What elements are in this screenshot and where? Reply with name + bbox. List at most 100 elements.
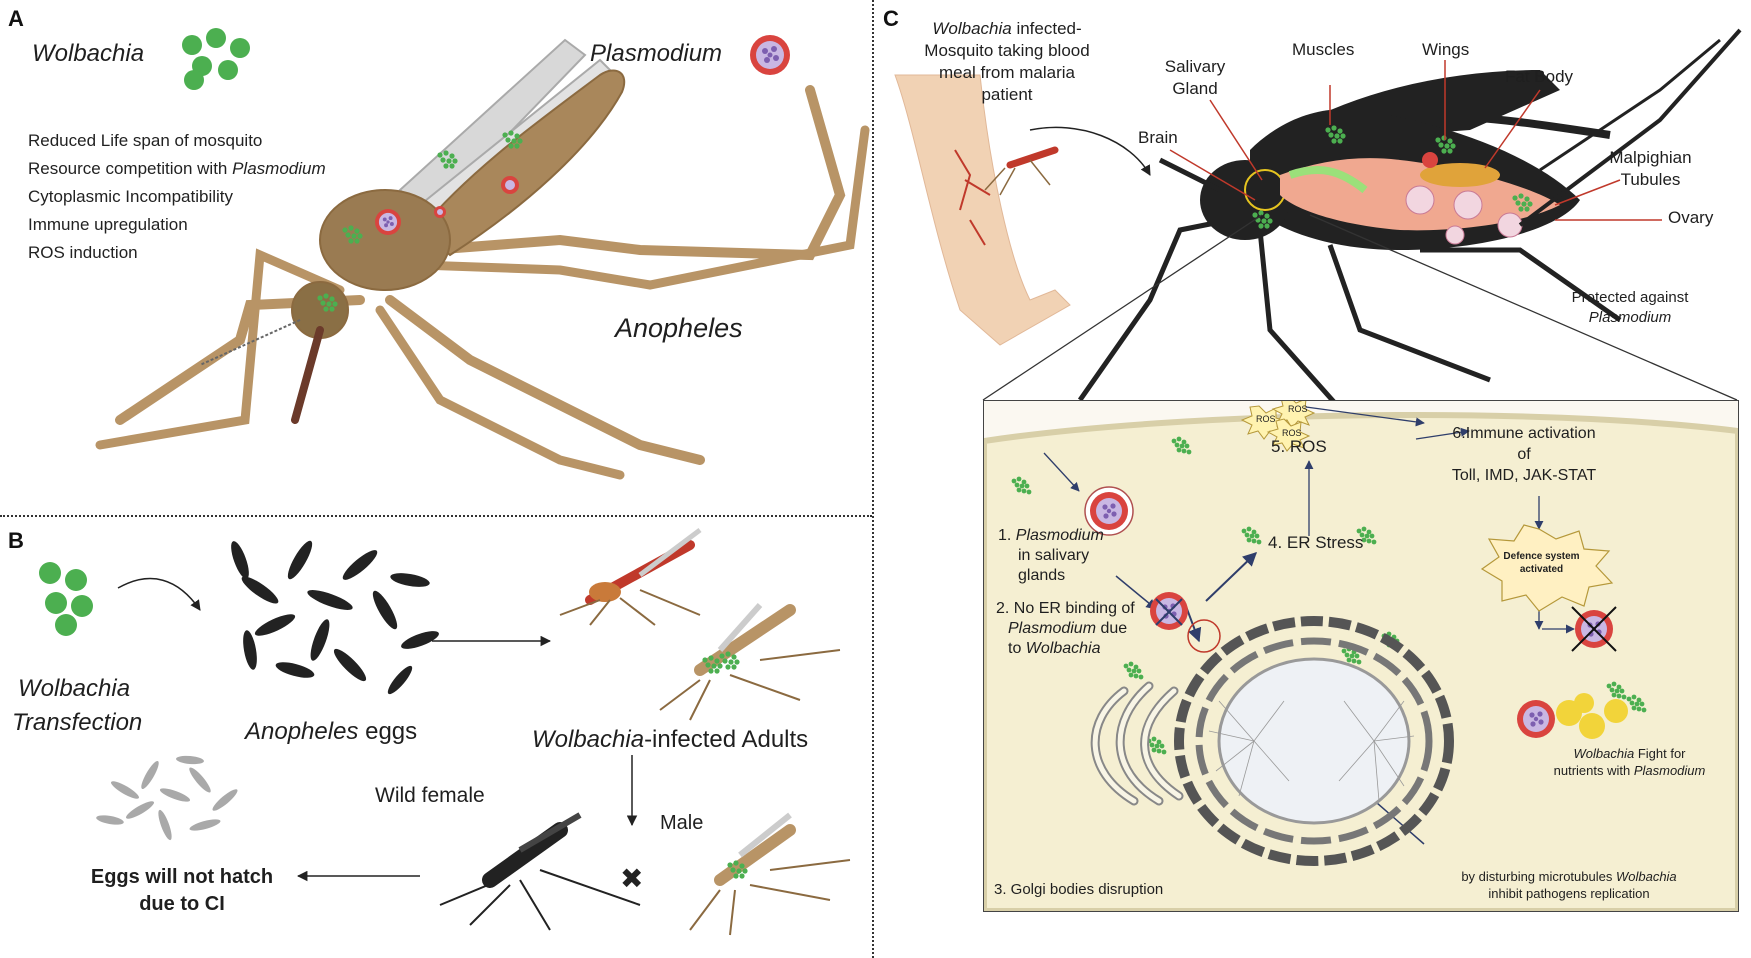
plasmodium-in-thorax [375, 209, 401, 235]
effect-cytoplasmic-incompatibility: Cytoplasmic Incompatibility [28, 187, 234, 206]
wild-female-mosquito [439, 812, 641, 931]
salivary-gland-label: Salivary Gland [1150, 56, 1240, 100]
step1-number: 1. [998, 527, 1012, 544]
meal-line2: Mosquito taking blood [924, 41, 1090, 61]
adults-organism: Wolbachia [532, 726, 645, 753]
effect-resource-competition: Resource competition with Plasmodium [28, 155, 326, 183]
fight-line2-organism: Plasmodium [1633, 762, 1706, 778]
nucleus [1217, 657, 1411, 825]
step2-organism: Plasmodium [1008, 620, 1097, 637]
patient-arm [894, 74, 1071, 346]
meal-organism: Wolbachia [932, 19, 1012, 38]
cell-graphics [984, 401, 1738, 911]
endoplasmic-reticulum [1174, 616, 1454, 866]
plasmodium-title-a: Plasmodium [590, 40, 723, 67]
step6-line2: of [1517, 445, 1531, 463]
fight-nutrients-label: Wolbachia Fight for nutrients with Plasm… [1532, 746, 1727, 780]
malpighian-line2: Tubules [1620, 170, 1681, 190]
wolbachia-cluster-a [182, 28, 250, 90]
meal-line1: infected- [1011, 19, 1082, 38]
panel-letter-c: C [883, 6, 899, 31]
microtubule-label: by disturbing microtubules Wolbachia inh… [1409, 869, 1729, 903]
transfection-line2: Transfection [12, 709, 143, 736]
anopheles-title: Anopheles [615, 313, 743, 343]
step1-organism: Plasmodium [1015, 527, 1104, 544]
effect-resource-organism: Plasmodium [232, 159, 326, 178]
unhatched-egg-cluster [96, 755, 238, 841]
blood-meal-label: Wolbachia infected- Mosquito taking bloo… [892, 18, 1122, 106]
plasmodium-vesicle [1090, 492, 1128, 530]
panel-divider-horizontal [0, 515, 872, 517]
muscles-label: Muscles [1292, 40, 1355, 59]
fight-line2-prefix: nutrients with [1553, 762, 1634, 778]
no-hatch-label: Eggs will not hatch due to CI [62, 864, 302, 918]
panel-letter-a: A [8, 6, 24, 31]
defence-burst [1480, 524, 1614, 612]
plasmodium-icon-a [750, 35, 790, 75]
arrow-meal-to-mosquito [1029, 126, 1151, 176]
micro-line2: inhibit pathogens replication [1488, 885, 1650, 901]
no-hatch-line1: Eggs will not hatch [90, 866, 274, 888]
panel-divider-vertical [872, 0, 874, 958]
infected-adults-label: Wolbachia-infected Adults [532, 726, 808, 754]
step6-line1: 6.Immune activation [1452, 425, 1596, 442]
er-binding-site [1187, 619, 1221, 653]
mosquito-on-arm [984, 146, 1059, 196]
step4-label: 4. ER Stress [1268, 533, 1364, 552]
micro-organism: Wolbachia [1615, 869, 1677, 884]
eggs-organism: Anopheles [245, 718, 359, 745]
large-anatomy-mosquito [1077, 28, 1742, 422]
ros-burst-label-1: ROS [1256, 414, 1276, 424]
effect-reduced-lifespan: Reduced Life span of mosquito [28, 131, 263, 150]
meal-line3: meal from malaria [938, 63, 1076, 83]
wolbachia-title-a: Wolbachia [32, 40, 145, 67]
transfection-label: Wolbachia Transfection [12, 672, 142, 740]
step6-line3: Toll, IMD, JAK-STAT [1451, 466, 1597, 484]
salivary-line2: Gland [1172, 79, 1218, 99]
infected-female-mosquito [559, 528, 702, 626]
ros-burst-label-2: ROS [1288, 404, 1308, 414]
fat-body-label: Fat Body [1505, 67, 1574, 86]
malpighian-label: Malpighian Tubules [1598, 147, 1703, 191]
infected-male-mosquito [659, 603, 841, 721]
step2-label: 2. No ER binding of Plasmodium due to Wo… [996, 599, 1135, 659]
protected-line2: Plasmodium [1588, 308, 1672, 326]
anatomy-label-lines [1169, 60, 1662, 221]
step3-label: 3. Golgi bodies disruption [994, 881, 1164, 898]
zoom-line-left [982, 214, 1263, 401]
effect-resource-text: Resource competition with [28, 159, 233, 178]
ovary-label: Ovary [1668, 208, 1714, 227]
anopheles-eggs-label: Anopheles eggs [245, 718, 417, 746]
step1-line3: glands [1018, 567, 1066, 584]
ros-burst-label-3: ROS [1282, 428, 1302, 438]
effect-immune-upregulation: Immune upregulation [28, 215, 188, 234]
meal-line4: patient [981, 85, 1033, 105]
step1-label: 1. Plasmodium in salivary glands [998, 526, 1104, 586]
arrow-transfection-to-eggs [117, 577, 201, 611]
male-label: Male [660, 812, 704, 834]
step2-line3-organism: Wolbachia [1025, 640, 1101, 657]
eggs-text: eggs [358, 718, 418, 745]
anopheles-mosquito [95, 38, 870, 480]
defence-line2: activated [1519, 563, 1564, 575]
effect-ros-induction: ROS induction [28, 243, 138, 262]
fight-organism: Wolbachia [1573, 746, 1635, 761]
step2-line1: 2. No ER binding of [996, 600, 1135, 617]
adults-text: -infected Adults [644, 726, 809, 753]
ros-bursts [1240, 401, 1316, 452]
wings-label: Wings [1422, 40, 1470, 59]
panel-letter-b: B [8, 528, 24, 553]
micro-line1-prefix: by disturbing microtubules [1461, 869, 1616, 884]
cross-mark: ✖ [620, 863, 644, 894]
wild-female-label: Wild female [375, 784, 485, 807]
step2-line3-prefix: to [1008, 640, 1026, 657]
zoom-line-right [1309, 214, 1738, 401]
protected-line1: Protected against [1571, 289, 1689, 306]
microtubules [1208, 700, 1415, 802]
anopheles-egg-cluster [231, 540, 439, 695]
cell-zoom-box: 5. ROS ROS ROS ROS 6.Immune activation o… [983, 400, 1739, 912]
wolbachia-cluster-b [39, 562, 93, 636]
step6-label: 6.Immune activation of Toll, IMD, JAK-ST… [1434, 424, 1614, 486]
malpighian-line1: Malpighian [1609, 148, 1692, 167]
no-hatch-line2: due to CI [139, 893, 225, 915]
